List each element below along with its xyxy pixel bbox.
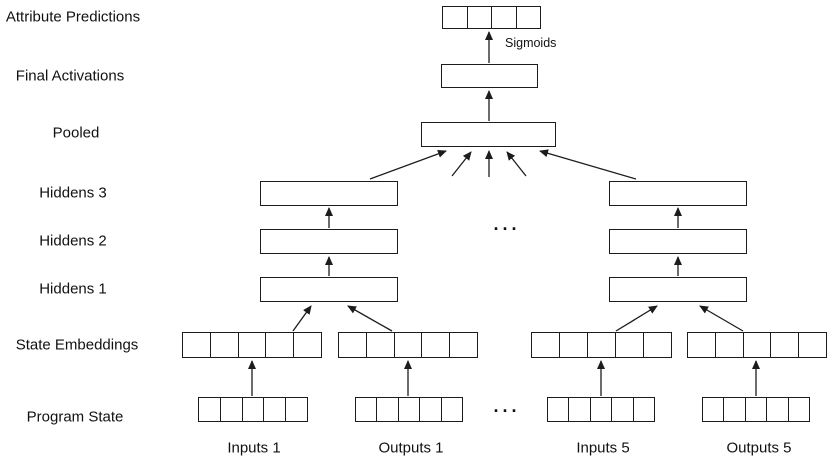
cell xyxy=(263,398,285,421)
cell xyxy=(703,398,723,421)
arrow-hidden-stub-right-to-pooled xyxy=(506,151,527,177)
hiddens-3-left-box xyxy=(260,181,398,206)
row-label-program-state: Program State xyxy=(26,408,124,426)
arrow-hidden-stub-left-to-pooled xyxy=(451,151,472,177)
sigmoids-label: Sigmoids xyxy=(505,35,557,50)
cell xyxy=(219,398,242,421)
state-embedding-outputs-5-box xyxy=(687,332,827,358)
state-embedding-inputs-5-box xyxy=(531,332,672,358)
column-label-outputs-1: Outputs 1 xyxy=(378,439,444,457)
cell xyxy=(548,398,568,421)
arrow-embedding-outputs5-to-hiddens1 xyxy=(699,305,744,332)
column-label-outputs-5: Outputs 5 xyxy=(726,439,792,457)
arrow-embedding-inputs5-to-hiddens1 xyxy=(615,305,658,332)
final-activations-box xyxy=(441,64,538,88)
cell xyxy=(559,333,587,357)
cell xyxy=(356,398,376,421)
cell xyxy=(491,7,516,28)
cell xyxy=(376,398,397,421)
row-label-attribute-predictions: Attribute Predictions xyxy=(5,8,141,26)
row-label-hiddens-2: Hiddens 2 xyxy=(39,232,107,250)
cell xyxy=(237,333,266,357)
arrow-embedding-outputs1-to-hiddens1 xyxy=(347,305,393,332)
cell xyxy=(285,398,307,421)
hiddens-1-right-box xyxy=(609,277,747,302)
cell xyxy=(798,333,826,357)
cell xyxy=(632,398,654,421)
cell xyxy=(568,398,589,421)
cell xyxy=(770,333,798,357)
cell xyxy=(587,333,615,357)
column-label-inputs-5: Inputs 5 xyxy=(576,439,630,457)
cell xyxy=(532,333,559,357)
cell xyxy=(723,398,744,421)
program-state-outputs-5-box xyxy=(702,397,810,422)
cell xyxy=(787,398,809,421)
cell xyxy=(443,7,467,28)
cell xyxy=(419,398,440,421)
cell xyxy=(183,333,210,357)
cell xyxy=(209,333,238,357)
pooled-box xyxy=(421,122,556,147)
row-label-final-activations: Final Activations xyxy=(15,67,125,85)
column-label-inputs-1: Inputs 1 xyxy=(227,439,281,457)
cell xyxy=(365,333,394,357)
cell xyxy=(766,398,787,421)
program-state-inputs-1-box xyxy=(198,397,308,422)
cell xyxy=(397,398,419,421)
cell xyxy=(199,398,220,421)
hiddens-2-right-box xyxy=(609,229,747,254)
arrow-hiddens3-left-to-pooled xyxy=(369,150,447,180)
arrow-hiddens3-right-to-pooled xyxy=(539,149,637,180)
row-label-state-embeddings: State Embeddings xyxy=(15,336,139,354)
cell xyxy=(515,7,541,28)
cell xyxy=(615,333,643,357)
cell xyxy=(643,333,671,357)
program-state-inputs-5-box xyxy=(547,397,655,422)
program-state-outputs-1-box xyxy=(355,397,463,422)
row-label-pooled: Pooled xyxy=(52,124,100,142)
hiddens-3-right-box xyxy=(609,181,747,206)
cell xyxy=(742,333,771,357)
cell xyxy=(589,398,611,421)
cell xyxy=(466,7,492,28)
row-label-hiddens-1: Hiddens 1 xyxy=(39,280,107,298)
cell xyxy=(744,398,766,421)
cell xyxy=(611,398,632,421)
cell xyxy=(714,333,743,357)
hiddens-2-left-box xyxy=(260,229,398,254)
cell xyxy=(293,333,321,357)
ellipsis-hiddens: ... xyxy=(493,214,521,234)
row-label-hiddens-3: Hiddens 3 xyxy=(39,184,107,202)
state-embedding-inputs-1-box xyxy=(182,332,322,358)
state-embedding-outputs-1-box xyxy=(338,332,478,358)
cell xyxy=(265,333,293,357)
arrow-embedding-inputs1-to-hiddens1 xyxy=(292,305,312,332)
cell xyxy=(339,333,366,357)
ellipsis-program-state: ... xyxy=(493,396,521,416)
attribute-predictions-box xyxy=(442,6,541,29)
hiddens-1-left-box xyxy=(260,277,398,302)
cell xyxy=(688,333,715,357)
cell xyxy=(421,333,449,357)
cell xyxy=(393,333,422,357)
cell xyxy=(241,398,264,421)
cell xyxy=(440,398,462,421)
cell xyxy=(449,333,477,357)
